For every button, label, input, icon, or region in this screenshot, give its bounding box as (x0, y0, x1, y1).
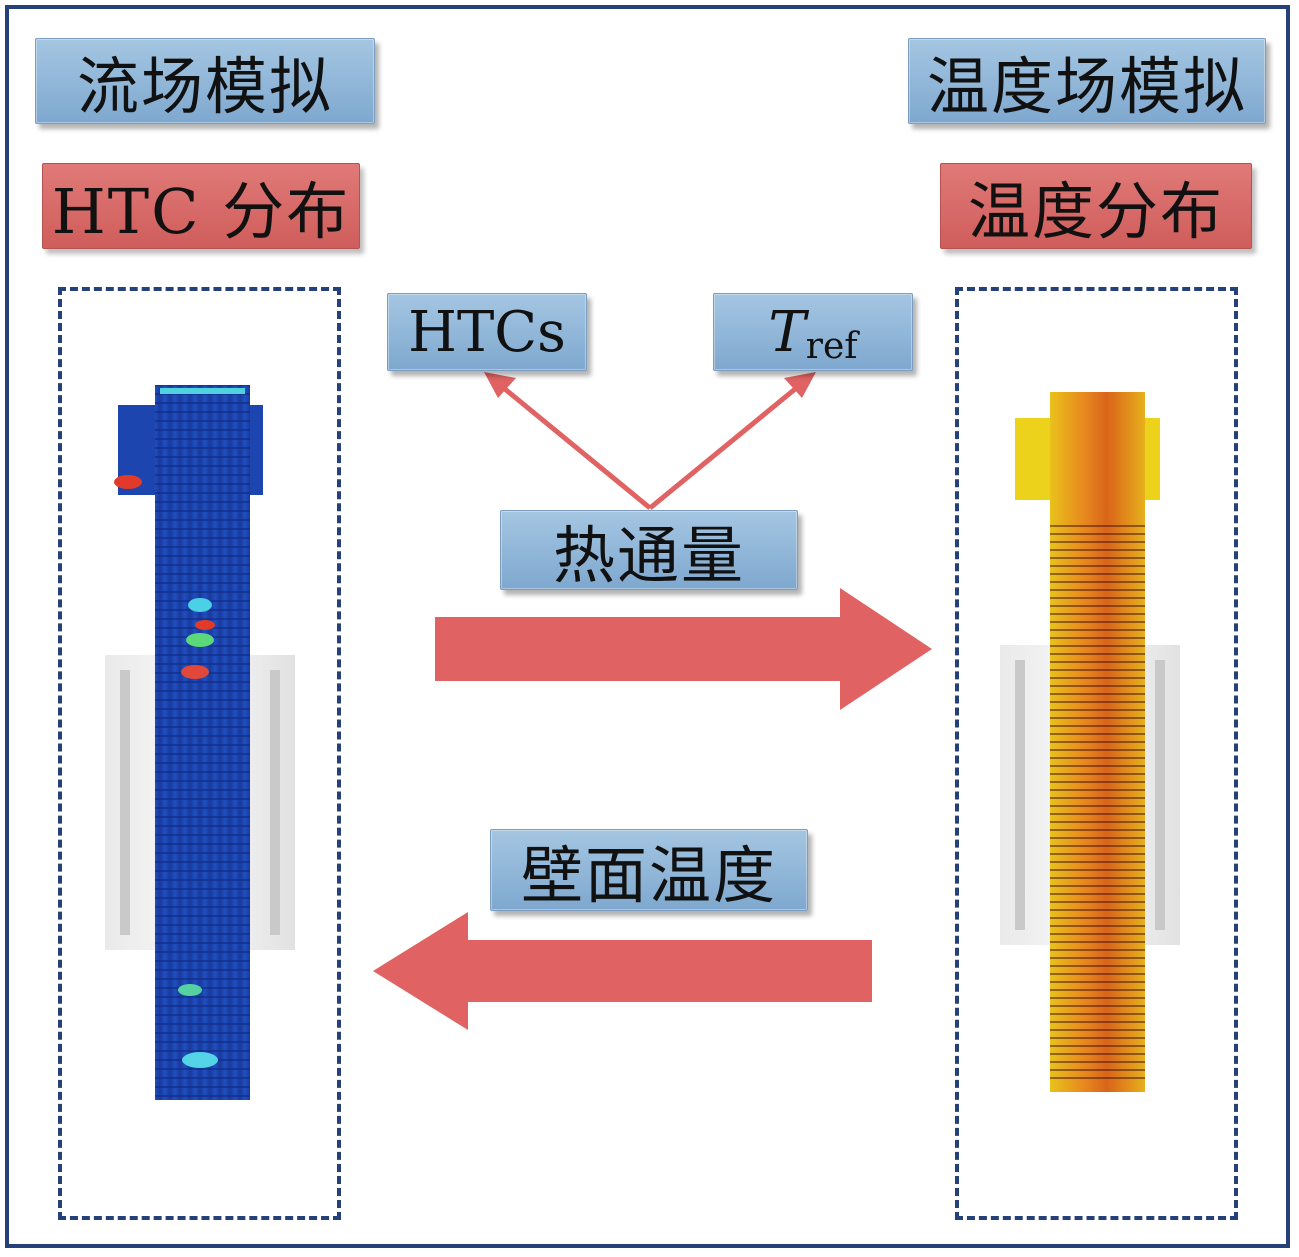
flow-simulation-label: 流场模拟 (35, 38, 375, 124)
split-arrows (484, 372, 816, 510)
tref-symbol: T (768, 299, 806, 365)
temperature-distribution-text: 温度分布 (967, 175, 1224, 248)
left-arrow (373, 912, 872, 1030)
left-model-box (58, 287, 341, 1220)
right-arrow (435, 588, 932, 710)
heat-flux-label: 热通量 (500, 510, 798, 592)
right-model-box (955, 287, 1238, 1220)
temperature-contour-gear (1000, 392, 1180, 1092)
htc-distribution-text: HTC 分布 (51, 175, 351, 248)
tref-subscript: ref (805, 325, 858, 367)
diagram-frame (5, 5, 1290, 1248)
flow-simulation-text: 流场模拟 (76, 50, 333, 123)
heat-flux-text: 热通量 (552, 519, 745, 592)
temperature-field-simulation-label: 温度场模拟 (908, 38, 1266, 124)
temperature-distribution-label: 温度分布 (940, 163, 1252, 249)
temperature-field-simulation-text: 温度场模拟 (926, 50, 1247, 123)
htc-distribution-label: HTC 分布 (42, 163, 360, 249)
wall-temperature-text: 壁面温度 (520, 839, 777, 912)
htcs-text: HTCs (408, 299, 566, 365)
htc-contour-gear (105, 385, 295, 1100)
wall-temperature-label: 壁面温度 (490, 829, 808, 912)
htcs-label: HTCs (387, 293, 587, 371)
